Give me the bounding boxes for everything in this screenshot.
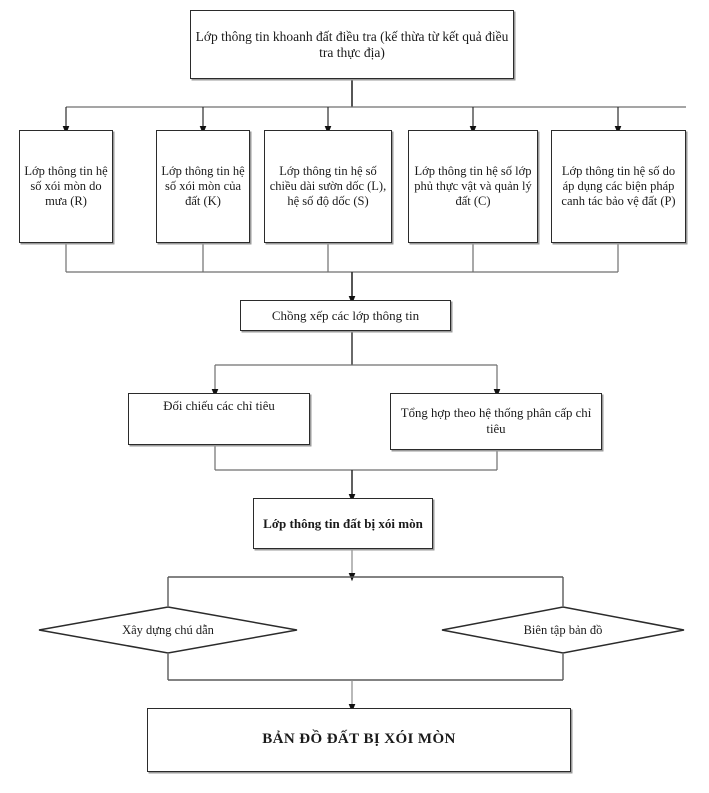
node-compare-criteria-label: Đối chiếu các chỉ tiêu <box>163 399 275 413</box>
edit-map-diamond-shape <box>441 606 685 654</box>
node-build-legend-label: Xây dựng chú dẫn <box>122 622 214 637</box>
node-factor-ls-label: Lớp thông tin hệ số chiều dài sườn dốc (… <box>269 164 387 208</box>
node-factor-ls[interactable]: Lớp thông tin hệ số chiều dài sườn dốc (… <box>264 130 392 243</box>
node-factor-r[interactable]: Lớp thông tin hệ số xói mòn do mưa (R) <box>19 130 113 243</box>
node-input-layer[interactable]: Lớp thông tin khoanh đất điều tra (kế th… <box>190 10 514 79</box>
node-overlay-label: Chồng xếp các lớp thông tin <box>271 307 420 323</box>
node-input-layer-label: Lớp thông tin khoanh đất điều tra (kế th… <box>195 28 509 60</box>
node-edit-map[interactable]: Biên tập bản đồ <box>441 606 685 654</box>
node-factor-p[interactable]: Lớp thông tin hệ số do áp dụng các biện … <box>551 130 686 243</box>
node-overlay[interactable]: Chồng xếp các lớp thông tin <box>240 300 451 331</box>
node-factor-p-label: Lớp thông tin hệ số do áp dụng các biện … <box>561 164 676 208</box>
node-build-legend[interactable]: Xây dựng chú dẫn <box>38 606 298 654</box>
node-factor-k[interactable]: Lớp thông tin hệ số xói mòn của đất (K) <box>156 130 250 243</box>
node-factor-k-label: Lớp thông tin hệ số xói mòn của đất (K) <box>161 164 245 208</box>
build-legend-diamond-shape <box>38 606 298 654</box>
node-factor-c[interactable]: Lớp thông tin hệ số lớp phủ thực vật và … <box>408 130 538 243</box>
node-compare-criteria[interactable]: Đối chiếu các chỉ tiêu <box>128 393 310 445</box>
node-final-map[interactable]: BẢN ĐỒ ĐẤT BỊ XÓI MÒN <box>147 708 571 772</box>
node-erosion-layer-label: Lớp thông tin đất bị xói mòn <box>263 515 423 531</box>
node-aggregate-criteria[interactable]: Tổng hợp theo hệ thống phân cấp chỉ tiêu <box>390 393 602 450</box>
node-erosion-layer[interactable]: Lớp thông tin đất bị xói mòn <box>253 498 433 549</box>
node-factor-c-label: Lớp thông tin hệ số lớp phủ thực vật và … <box>414 164 532 208</box>
node-edit-map-label: Biên tập bản đồ <box>523 622 603 637</box>
node-factor-r-label: Lớp thông tin hệ số xói mòn do mưa (R) <box>24 164 108 208</box>
node-final-map-label: BẢN ĐỒ ĐẤT BỊ XÓI MÒN <box>262 731 456 748</box>
node-aggregate-criteria-label: Tổng hợp theo hệ thống phân cấp chỉ tiêu <box>400 406 592 436</box>
